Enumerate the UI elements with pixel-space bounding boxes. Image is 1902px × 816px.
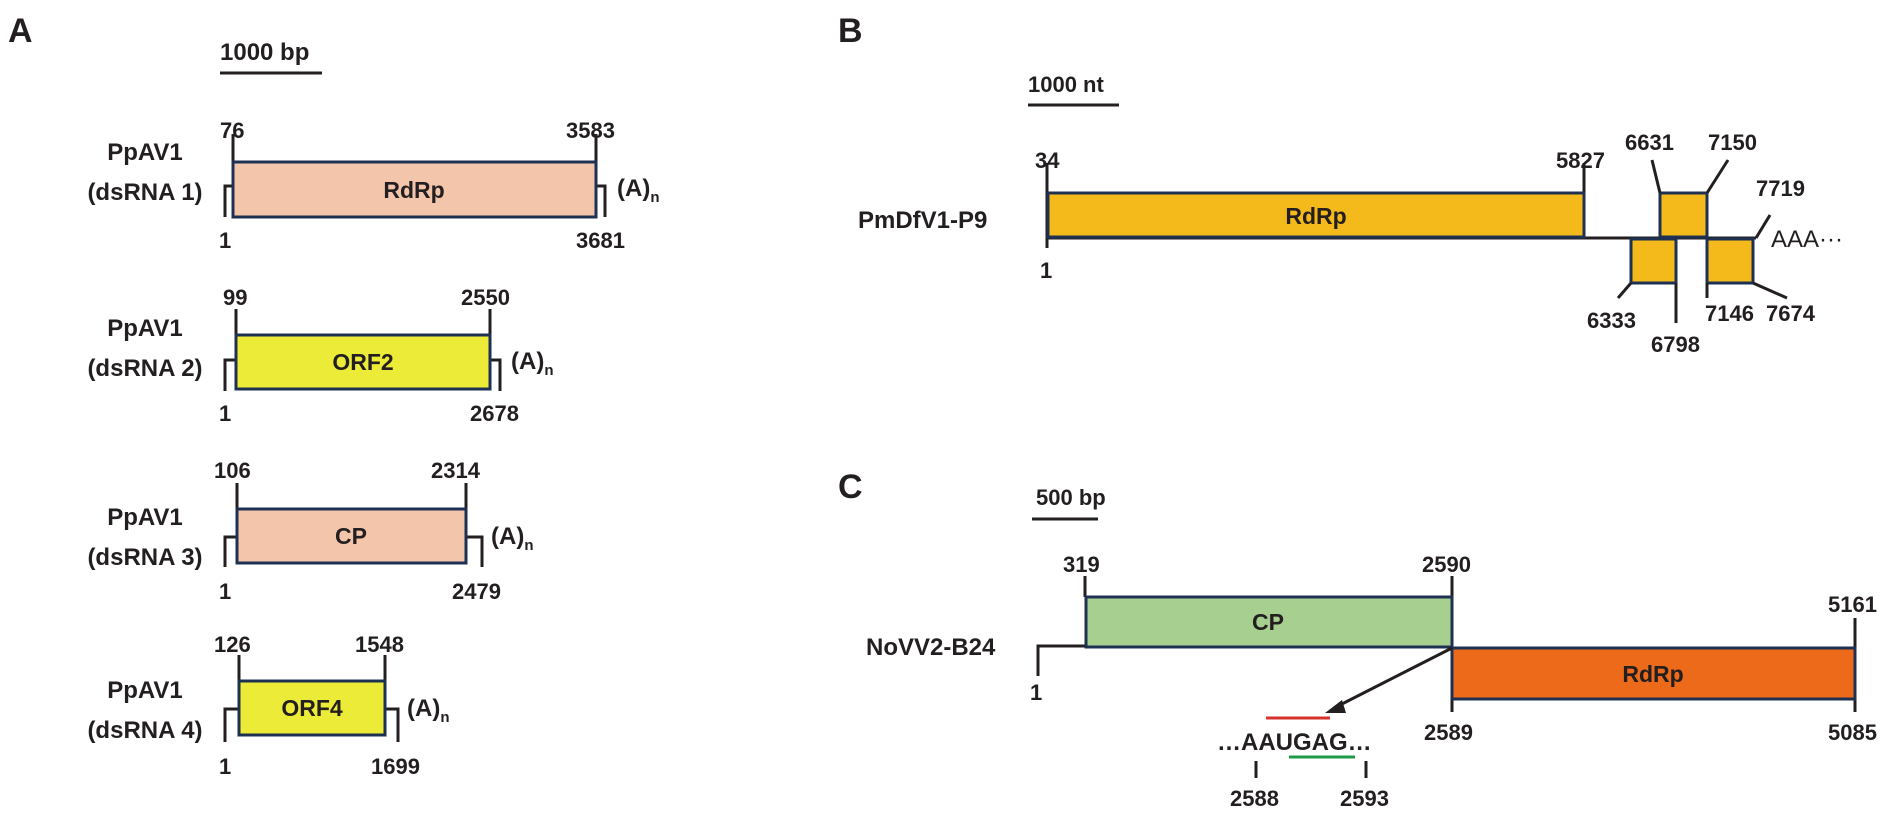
panel-c-scale-label: 500 bp [1036,485,1106,510]
panel-a-row-4: PpAV1 (dsRNA 4) ORF4 126 1548 1 1699 (A)… [87,632,449,779]
row-1-box-label: RdRp [383,177,444,203]
pos-7146: 7146 [1705,301,1754,326]
panel-c-genome-name: NoVV2-B24 [866,634,996,661]
row-4-end: 1548 [355,632,404,657]
row-1-name-line2: (dsRNA 1) [87,179,202,206]
row-2-start: 99 [223,285,247,310]
panel-a-letter: A [8,12,33,50]
panel-c-rdrp-start: 2589 [1424,720,1473,745]
row-4-left-bracket [223,707,238,742]
row-2-box-label: ORF2 [332,349,393,375]
row-2-name-line2: (dsRNA 2) [87,355,202,382]
panel-c-seq-end: 2593 [1340,786,1389,811]
leader-6333 [1616,282,1633,299]
frameshift-arrow-line [1337,646,1453,708]
leader-7719 [1754,214,1772,239]
row-3-left-end: 1 [219,579,231,604]
pos-7674: 7674 [1766,301,1816,326]
panel-c-rdrp-end: 5085 [1828,720,1877,745]
row-3-left-bracket [223,535,236,567]
row-4-right-bracket [385,707,400,742]
row-1-orf-box [231,160,598,219]
panel-b-genome: RdRp 34 5827 1 6631 7150 7719 6333 6798 … [1035,130,1843,357]
panel-c-cp-end: 2590 [1422,552,1471,577]
leader-6631 [1650,159,1662,194]
panel-a-row-2: PpAV1 (dsRNA 2) ORF2 99 2550 1 2678 (A)n [87,285,553,426]
row-2-left-bracket [223,358,235,391]
panel-a-scale-label: 1000 bp [220,39,309,66]
row-3-box-label: CP [335,523,367,549]
pos-7719: 7719 [1756,176,1805,201]
panel-b-poly-a-tail: AAA··· [1771,226,1843,253]
panel-b-start: 34 [1035,148,1060,173]
panel-c-cp-label: CP [1252,609,1284,635]
row-1-left-end: 1 [219,228,231,253]
row-2-orf-box [234,333,492,391]
row-2-right-bracket [490,358,502,391]
row-3-right-bracket [466,535,484,567]
panel-c-left-terminus [1036,644,1085,676]
panel-b-rdrp-box [1046,191,1586,239]
pos-6631: 6631 [1625,130,1674,155]
row-2-name-line1: PpAV1 [107,315,183,342]
panel-b-end: 5827 [1556,148,1605,173]
row-2-left-end: 1 [219,401,231,426]
row-4-name-line1: PpAV1 [107,677,183,704]
panel-c-cp-box [1084,595,1454,649]
row-1-tail: (A)n [617,175,660,206]
row-3-tail: (A)n [491,523,534,554]
row-4-name-line2: (dsRNA 4) [87,717,202,744]
row-3-name-line1: PpAV1 [107,504,183,531]
leader-7150 [1705,159,1730,194]
leader-7674 [1752,281,1788,300]
panel-c-seq-start: 2588 [1230,786,1279,811]
panel-b-left-end: 1 [1040,258,1052,283]
panel-c-genome-end: 5161 [1828,592,1877,617]
row-1-start: 76 [220,118,244,143]
panel-c-sequence: …AAUGAG… [1217,729,1372,756]
panel-a-row-3: PpAV1 (dsRNA 3) CP 106 2314 1 2479 (A)n [87,458,533,604]
row-4-box-label: ORF4 [281,695,343,721]
panel-c-rdrp-box [1450,646,1857,701]
panel-c-rdrp-label: RdRp [1622,661,1683,687]
panel-b-small-orf-upper [1658,191,1709,239]
pos-6798: 6798 [1651,332,1700,357]
pos-6333: 6333 [1587,308,1636,333]
panel-b-small-orf-lower-2 [1705,237,1755,285]
row-1-name-line1: PpAV1 [107,139,183,166]
panel-b-genome-name: PmDfV1-P9 [858,207,987,234]
row-4-start: 126 [214,632,251,657]
row-2-tail: (A)n [511,348,554,379]
row-1-right-bracket [596,184,607,217]
panel-a-row-1: PpAV1 (dsRNA 1) RdRp 76 3583 1 3681 (A)n [87,118,659,253]
panel-c-cp-start: 319 [1063,552,1100,577]
frameshift-arrowhead [1325,700,1346,713]
panel-b-rdrp-label: RdRp [1285,203,1346,229]
row-3-end: 2314 [431,458,481,483]
row-3-right-end: 2479 [452,579,501,604]
row-1-left-bracket [223,184,232,217]
row-3-name-line2: (dsRNA 3) [87,544,202,571]
panel-b-letter: B [838,12,863,50]
panel-c-letter: C [838,468,863,506]
row-2-end: 2550 [461,285,510,310]
row-4-tail: (A)n [407,695,450,726]
row-4-right-end: 1699 [371,754,420,779]
row-1-right-end: 3681 [576,228,625,253]
row-4-orf-box [237,679,387,737]
pos-7150: 7150 [1708,130,1757,155]
row-2-right-end: 2678 [470,401,519,426]
row-3-start: 106 [214,458,251,483]
panel-b-small-orf-lower-1 [1629,237,1678,285]
panel-b-scale-label: 1000 nt [1028,72,1104,97]
row-1-end: 3583 [566,118,615,143]
row-4-left-end: 1 [219,754,231,779]
row-3-orf-box [235,507,468,565]
panel-c-left-end: 1 [1030,680,1042,705]
panel-c-genome: CP RdRp 319 2590 5161 1 2589 5085 …AAUGA… [1030,552,1877,811]
